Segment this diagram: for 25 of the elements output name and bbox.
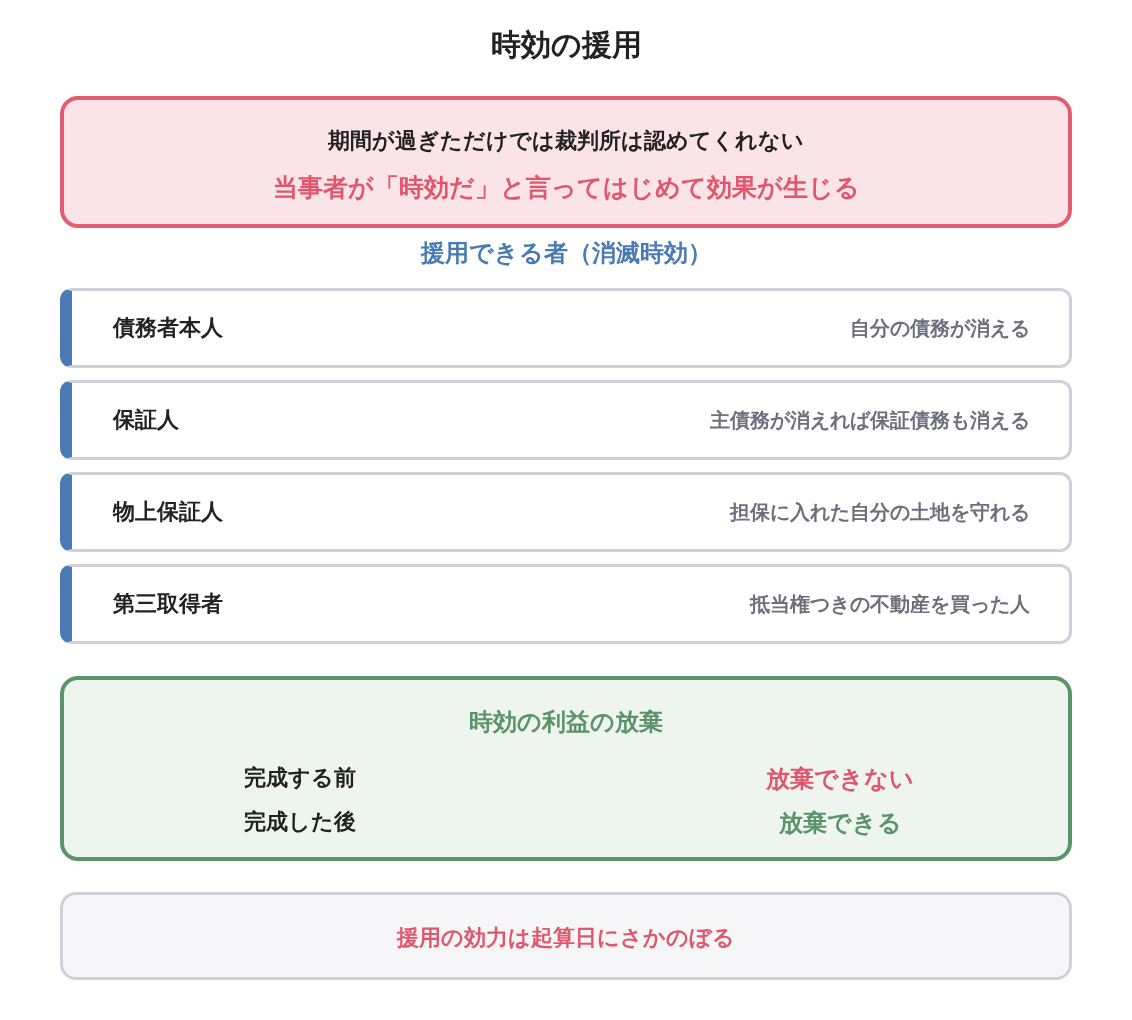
result-text: 放棄できる: [778, 809, 902, 838]
emphasis-text: 当事者が「時効だ」と言ってはじめて効果が生じる: [272, 173, 860, 203]
panel-heading: 時効の利益の放棄: [469, 708, 663, 737]
row-label: 完成する前: [244, 765, 356, 792]
item-description: 担保に入れた自分の土地を守れる: [730, 500, 1030, 524]
title-text: 時効の援用: [490, 27, 642, 63]
note-text: 期間が過ぎただけでは裁判所は認めてくれない: [328, 128, 804, 155]
list-card: [60, 472, 1072, 552]
item-description: 抵当権つきの不動産を買った人: [750, 592, 1030, 616]
result-text: 放棄できない: [766, 765, 914, 794]
summary-text: 援用の効力は起算日にさかのぼる: [397, 925, 735, 952]
row-label: 完成した後: [244, 809, 356, 836]
item-name: 第三取得者: [113, 591, 223, 618]
section-heading: 援用できる者（消滅時効）: [420, 239, 712, 268]
info-panel: [60, 676, 1072, 861]
item-description: 主債務が消えれば保証債務も消える: [710, 408, 1030, 432]
item-name: 保証人: [113, 407, 179, 434]
item-name: 債務者本人: [113, 315, 223, 342]
note-box: [60, 96, 1072, 228]
list-card: [60, 288, 1072, 368]
summary-box: [60, 892, 1072, 980]
list-card: [60, 564, 1072, 644]
item-name: 物上保証人: [113, 499, 223, 526]
list-card: [60, 380, 1072, 460]
item-description: 自分の債務が消える: [850, 316, 1030, 340]
